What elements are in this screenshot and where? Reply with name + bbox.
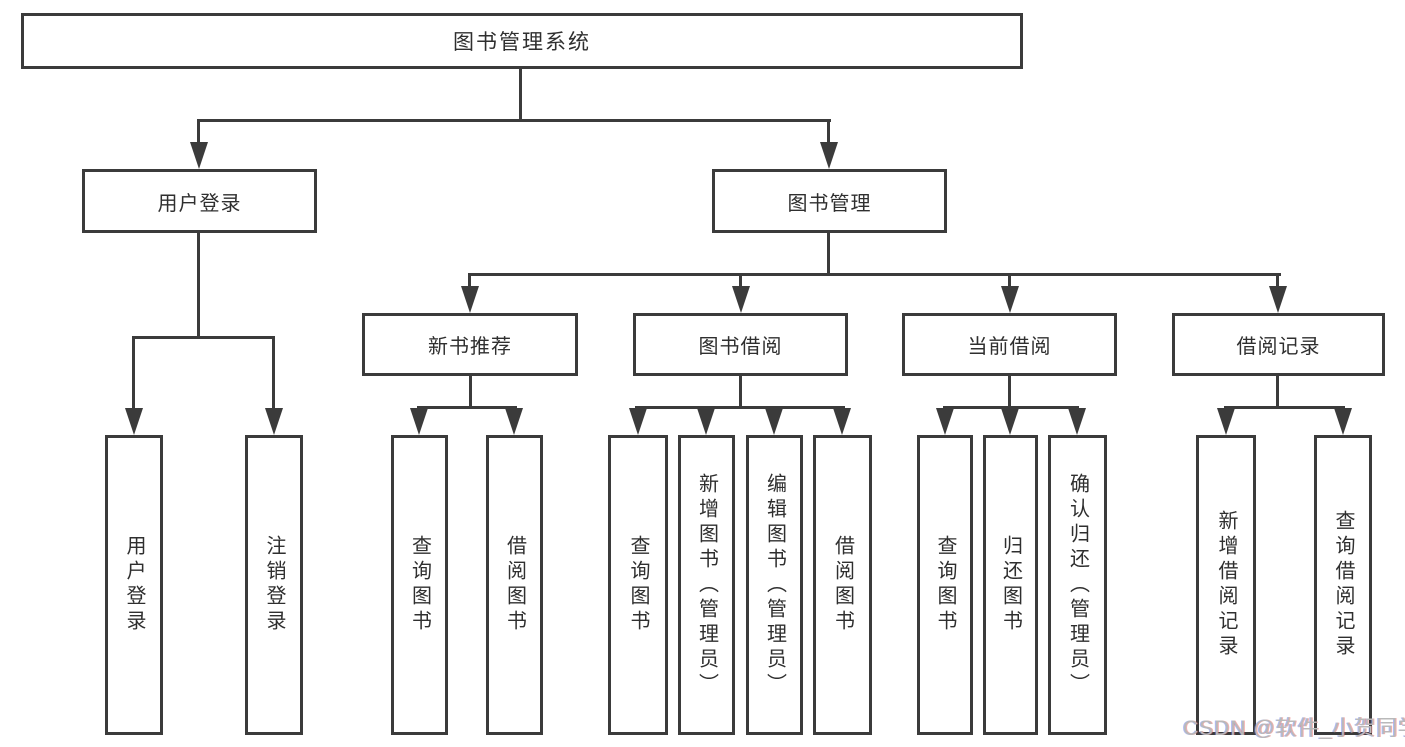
csdn-watermark: CSDN @软件_小贺同学 [1183, 717, 1405, 740]
arrow-down-icon [461, 286, 479, 313]
connector-current-borrow-stub [1008, 273, 1011, 289]
arrow-down-icon [629, 408, 647, 435]
connector-cb-bar [943, 406, 1079, 409]
connector-leaf-logout-stub [272, 336, 275, 411]
arrow-down-icon [1001, 286, 1019, 313]
arrow-down-icon [505, 408, 523, 435]
connector-br-drop [1276, 376, 1279, 409]
arrow-down-icon [833, 408, 851, 435]
connector-user-login-bar [132, 336, 275, 339]
leaf-nbr-borrow-books: 借阅图书 [486, 435, 543, 735]
arrow-down-icon [190, 142, 208, 169]
connector-book-borrow-stub [739, 273, 742, 289]
node-current-borrowing: 当前借阅 [902, 313, 1117, 376]
leaf-bb-borrow-books: 借阅图书 [813, 435, 872, 735]
leaf-br-add-record: 新增借阅记录 [1196, 435, 1256, 735]
leaf-br-query-record: 查询借阅记录 [1314, 435, 1372, 735]
connector-nbr-bar [417, 406, 517, 409]
leaf-bb-query-books: 查询图书 [608, 435, 668, 735]
arrow-down-icon [410, 408, 428, 435]
arrow-down-icon [265, 408, 283, 435]
connector-level3-bar [468, 273, 1281, 276]
connector-leaf-user-login-stub [132, 336, 135, 411]
connector-root-drop [519, 69, 522, 122]
node-book-management: 图书管理 [712, 169, 947, 233]
arrow-down-icon [1217, 408, 1235, 435]
arrow-down-icon [1269, 286, 1287, 313]
connector-new-book-stub [468, 273, 471, 289]
connector-cb-drop [1008, 376, 1011, 409]
connector-bb-bar [635, 406, 845, 409]
connector-book-mgmt-stub [827, 119, 830, 145]
arrow-down-icon [1334, 408, 1352, 435]
leaf-nbr-query-books: 查询图书 [391, 435, 448, 735]
node-new-book-recommend: 新书推荐 [362, 313, 578, 376]
connector-bb-drop [739, 376, 742, 409]
connector-user-login-drop [197, 233, 200, 339]
arrow-down-icon [697, 408, 715, 435]
connector-nbr-drop [469, 376, 472, 409]
arrow-down-icon [1001, 408, 1019, 435]
connector-book-mgmt-drop [827, 233, 830, 276]
leaf-bb-add-books-admin: 新增图书（管理员） [678, 435, 735, 735]
connector-borrow-record-stub [1276, 273, 1279, 289]
leaf-logout: 注销登录 [245, 435, 303, 735]
connector-user-login-stub [197, 119, 200, 145]
leaf-bb-edit-books-admin: 编辑图书（管理员） [746, 435, 803, 735]
arrow-down-icon [820, 142, 838, 169]
arrow-down-icon [765, 408, 783, 435]
arrow-down-icon [732, 286, 750, 313]
arrow-down-icon [936, 408, 954, 435]
node-user-login: 用户登录 [82, 169, 317, 233]
leaf-cb-return-books: 归还图书 [983, 435, 1038, 735]
node-root-system: 图书管理系统 [21, 13, 1023, 69]
leaf-cb-query-books: 查询图书 [917, 435, 973, 735]
connector-level1-bar [197, 119, 831, 122]
node-book-borrowing: 图书借阅 [633, 313, 848, 376]
leaf-user-login: 用户登录 [105, 435, 163, 735]
connector-br-bar [1224, 406, 1345, 409]
leaf-cb-confirm-return-admin: 确认归还（管理员） [1048, 435, 1107, 735]
node-borrow-records: 借阅记录 [1172, 313, 1385, 376]
arrow-down-icon [125, 408, 143, 435]
arrow-down-icon [1068, 408, 1086, 435]
